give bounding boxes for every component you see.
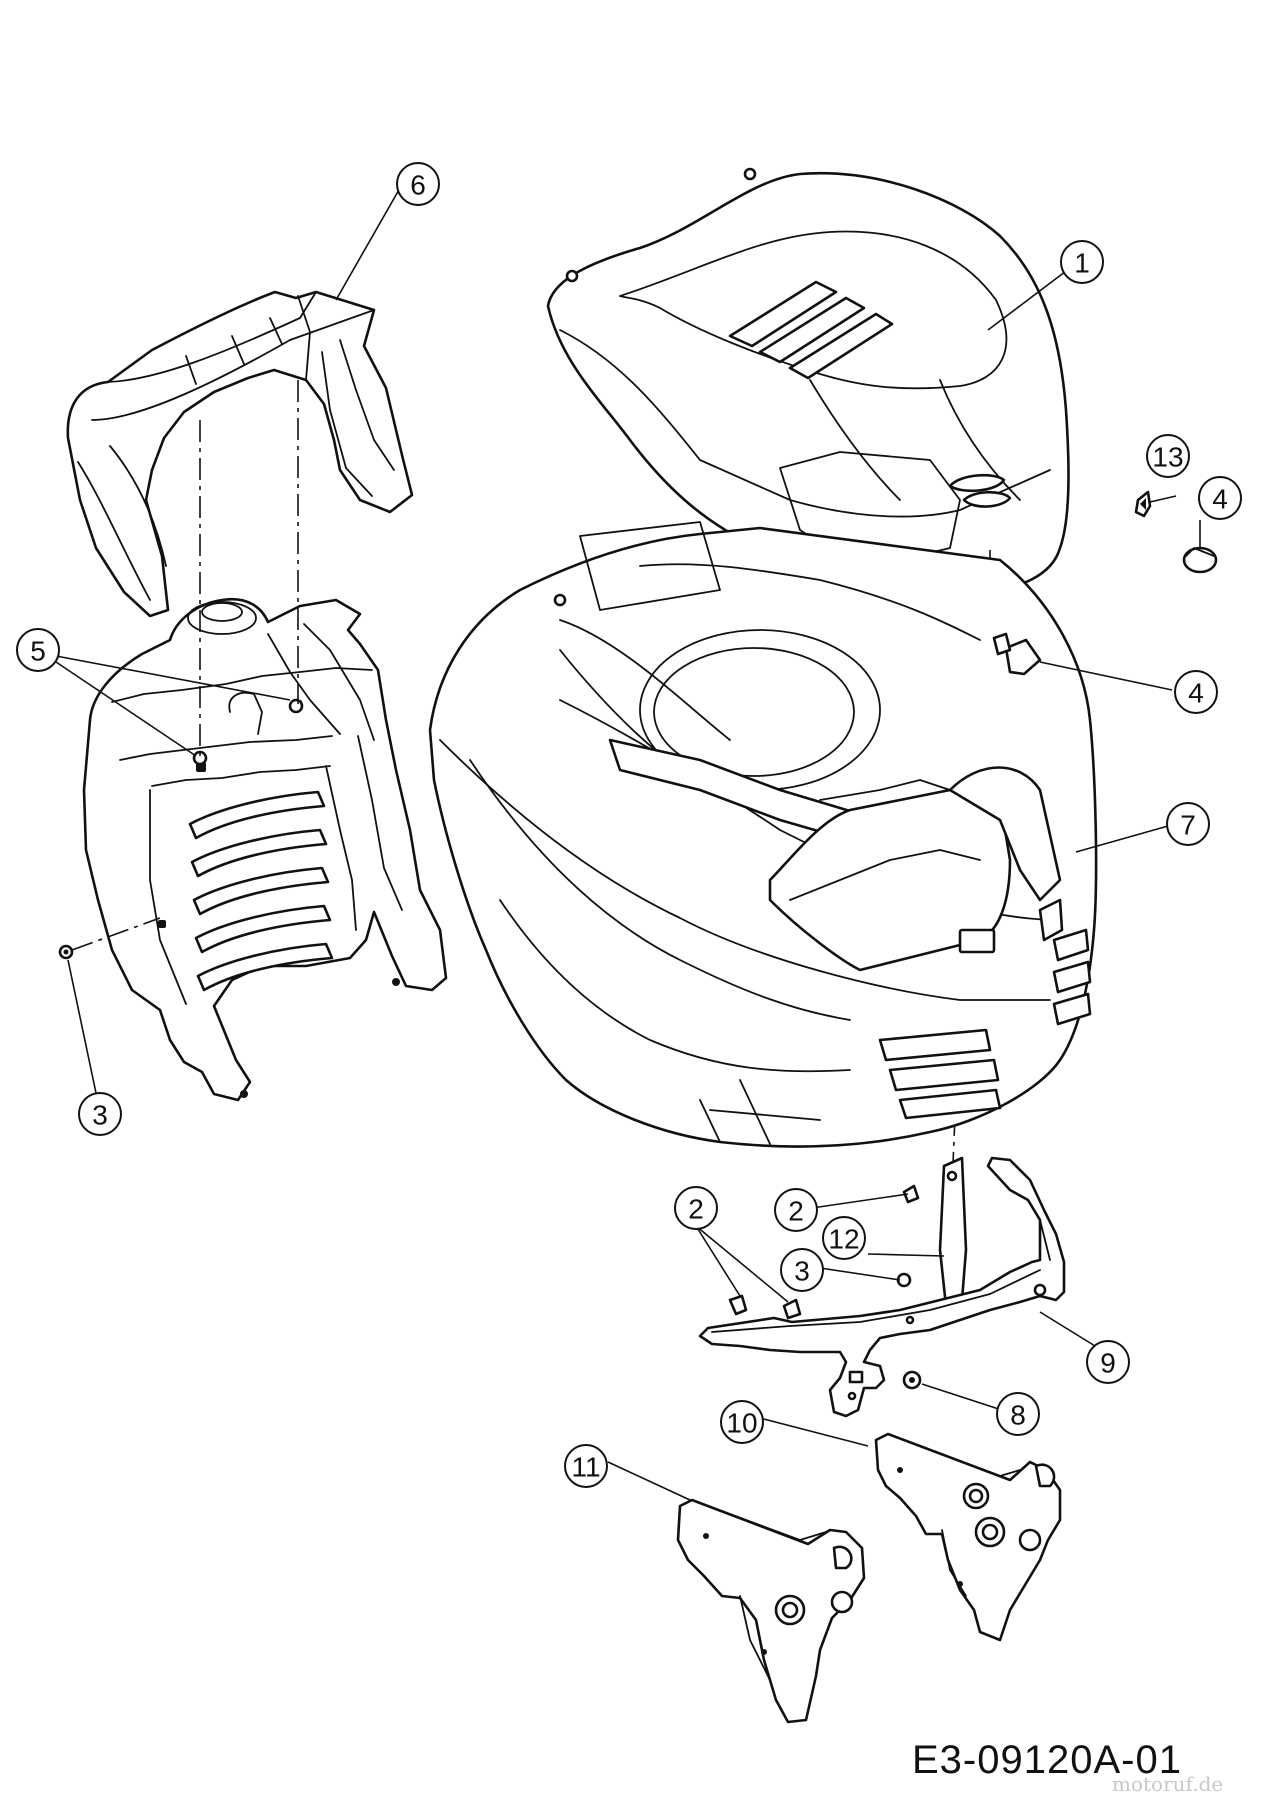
callout-label: 10: [726, 1408, 757, 1439]
callout-3: 3: [780, 1248, 824, 1292]
callout-label: 7: [1180, 810, 1196, 841]
part-10-pivot-bracket: [874, 1432, 1062, 1642]
part-3-screw-left: [58, 944, 74, 960]
callout-13: 13: [1146, 434, 1190, 478]
callout-label: 13: [1152, 442, 1183, 473]
alignment-line: [71, 917, 161, 951]
callout-12: 12: [822, 1216, 866, 1260]
part-4-bumper-lower: [992, 632, 1042, 676]
part-13-clip: [1134, 490, 1152, 518]
callout-4: 4: [1198, 476, 1242, 520]
part-8-bolt: [902, 1370, 922, 1390]
callout-2: 2: [774, 1188, 818, 1232]
callout-label: 1: [1074, 248, 1090, 279]
callout-7: 7: [1166, 802, 1210, 846]
callout-label: 8: [1010, 1400, 1026, 1431]
callout-6: 6: [396, 162, 440, 206]
callout-10: 10: [720, 1400, 764, 1444]
callout-5: 5: [16, 628, 60, 672]
callout-label: 6: [410, 170, 426, 201]
part-9-front-bracket: [698, 1156, 1066, 1418]
part-7-hood-body: [428, 521, 1098, 1148]
hood-front-louvers: [878, 928, 1092, 1120]
callout-label: 5: [30, 636, 46, 667]
callout-label: 2: [788, 1196, 804, 1227]
callout-label: 2: [688, 1194, 704, 1225]
part-11-pivot-bracket: [676, 1498, 866, 1724]
part-1-hood-top: [546, 167, 1070, 597]
callout-8: 8: [996, 1392, 1040, 1436]
callout-1: 1: [1060, 240, 1104, 284]
callout-label: 12: [828, 1224, 859, 1255]
callout-4: 4: [1174, 670, 1218, 714]
part-2-fasteners: [728, 1184, 920, 1320]
callout-label: 9: [1100, 1348, 1116, 1379]
callout-9: 9: [1086, 1340, 1130, 1384]
callout-label: 4: [1188, 678, 1204, 709]
callout-11: 11: [564, 1444, 608, 1488]
part-5-dash-panel: [82, 597, 448, 1102]
document-code: E3-09120A-01: [912, 1738, 1182, 1782]
hood-vent-grille: [728, 280, 894, 380]
callout-label: 3: [794, 1256, 810, 1287]
watermark: motoruf.de: [1112, 1772, 1224, 1796]
callout-3: 3: [78, 1092, 122, 1136]
callout-label: 4: [1212, 484, 1228, 515]
leader-lines: [55, 187, 1201, 1501]
part-12-strap: [938, 1156, 968, 1308]
callout-2: 2: [674, 1186, 718, 1230]
callout-label: 11: [571, 1452, 600, 1483]
part-5-fasteners: [192, 698, 304, 766]
callout-label: 3: [92, 1100, 108, 1131]
part-6-dash-cover: [66, 290, 414, 618]
dash-vent-slots: [188, 790, 334, 992]
part-4-bumper-upper: [1182, 546, 1218, 574]
